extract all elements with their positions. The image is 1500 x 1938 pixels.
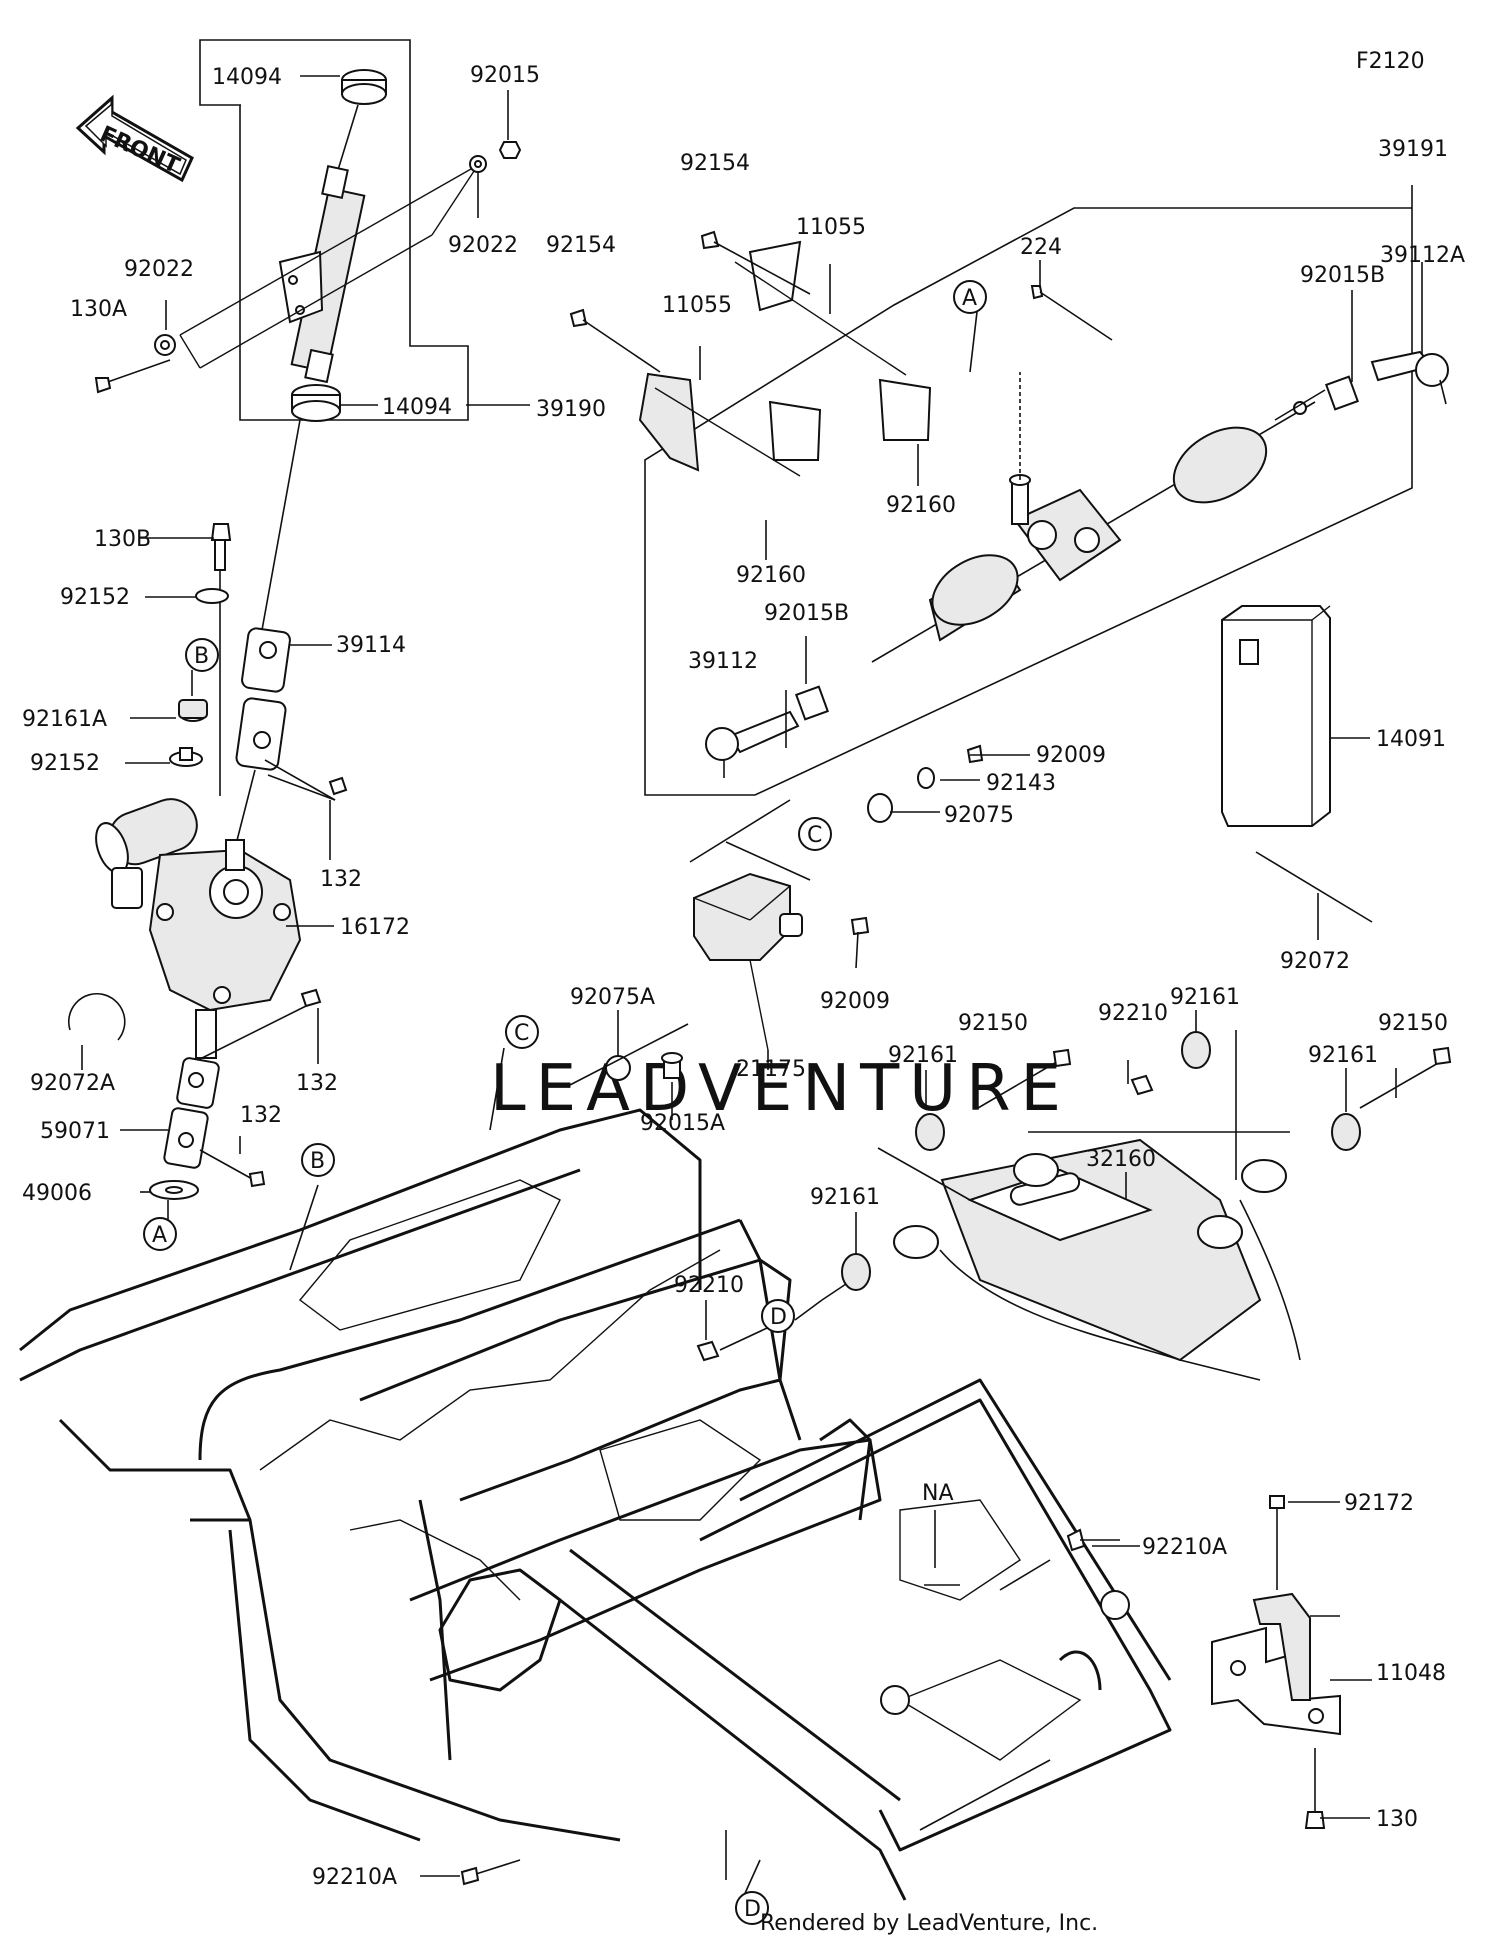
part-label: 132 [240,1103,282,1128]
hose-clamp [67,992,126,1070]
ref-circle-c-frame: C [505,1015,539,1049]
part-label: 92015 [470,63,540,88]
ref-circle-a-lower: A [143,1217,177,1251]
part-label: 39112 [688,649,758,674]
part-label: 92161A [22,707,107,732]
part-label: 92009 [820,989,890,1014]
ref-circle-d-frame: D [735,1891,769,1925]
footer-credit: Rendered by LeadVenture, Inc. [760,1911,1098,1936]
part-label: 92161 [1308,1043,1378,1068]
part-label: 130B [94,527,151,552]
svg-text:D: D [770,1305,787,1330]
part-label: 92150 [1378,1011,1448,1036]
part-number-labels: 14094 92015 92022 92022 130A 14094 39190… [22,63,1465,1890]
control-module [567,744,1030,1087]
svg-text:D: D [744,1897,761,1922]
part-label: 32160 [1086,1147,1156,1172]
ref-circle-b-upper: B [185,638,219,672]
universal-joint-upper [231,419,348,861]
part-label: 92154 [680,151,750,176]
part-label: NA [922,1481,954,1506]
front-arrow-icon: FRONT [75,94,194,183]
part-label: 92015B [1300,263,1385,288]
svg-text:C: C [514,1021,529,1046]
part-label: 92022 [448,233,518,258]
part-label: 92009 [1036,743,1106,768]
part-label: 16172 [340,915,410,940]
part-label: 59071 [40,1119,110,1144]
part-label: 11048 [1376,1661,1446,1686]
swing-arm-hardware [696,1031,1452,1362]
part-label: 92150 [958,1011,1028,1036]
part-label: 92161 [1170,985,1240,1010]
ref-circle-a-rack: A [953,280,987,314]
part-label: 39114 [336,633,406,658]
part-label: 92075A [570,985,655,1010]
part-label: 14094 [212,65,282,90]
power-steering-unit [95,798,302,1059]
svg-text:C: C [807,823,822,848]
universal-joint-lower [149,988,322,1200]
ref-circle-b-frame: B [301,1143,335,1177]
ref-circle-c-module: C [798,817,832,851]
part-label: 130A [70,297,127,322]
part-label: 39190 [536,397,606,422]
part-label: 49006 [22,1181,92,1206]
part-label: 92075 [944,803,1014,828]
part-label: 92072 [1280,949,1350,974]
part-label: 132 [296,1071,338,1096]
part-label: 11055 [662,293,732,318]
part-label: 130 [1376,1807,1418,1832]
part-label: 132 [320,867,362,892]
part-label: 92160 [886,493,956,518]
part-label: 39112A [1380,243,1465,268]
part-label: 92161 [810,1185,880,1210]
part-label: 11055 [796,215,866,240]
part-label: 92152 [60,585,130,610]
mounting-bracket [1211,1495,1341,1829]
svg-text:A: A [152,1223,167,1248]
part-label: 92210 [674,1273,744,1298]
figure-code: F2120 [1356,49,1425,74]
part-label: 21175 [736,1057,806,1082]
leader-lines [120,75,1423,1901]
main-frame [19,1108,1172,1901]
frame-bolts [460,1528,1120,1886]
steering-rack-assembly [569,185,1449,796]
watermark-text: LEADVENTURE [490,1052,1071,1126]
part-label: 224 [1020,235,1062,260]
part-label: 14094 [382,395,452,420]
part-label: 92152 [30,751,100,776]
part-label: 92154 [546,233,616,258]
part-label: 92072A [30,1071,115,1096]
part-label: 92172 [1344,1491,1414,1516]
cable-tie [1255,851,1373,940]
part-label: 92161 [888,1043,958,1068]
svg-text:A: A [962,286,977,311]
svg-text:B: B [310,1149,325,1174]
part-label: 92015B [764,601,849,626]
ref-circle-d-arm: D [761,1299,795,1333]
part-label: 92143 [986,771,1056,796]
part-label: 92210A [312,1865,397,1890]
part-label: 92015A [640,1111,725,1136]
rear-suspension-arm [893,1030,1301,1381]
part-label: 39191 [1378,137,1448,162]
svg-text:B: B [194,644,209,669]
mount-hardware-stack [169,523,232,796]
reference-circles: A A B B C C D D [143,280,987,1925]
part-label: 92022 [124,257,194,282]
part-label: 92210A [1142,1535,1227,1560]
steering-shaft-assembly [94,39,522,422]
part-label: 92160 [736,563,806,588]
part-label: 14091 [1376,727,1446,752]
ecu-cover-box [1221,605,1370,827]
part-label: 92210 [1098,1001,1168,1026]
